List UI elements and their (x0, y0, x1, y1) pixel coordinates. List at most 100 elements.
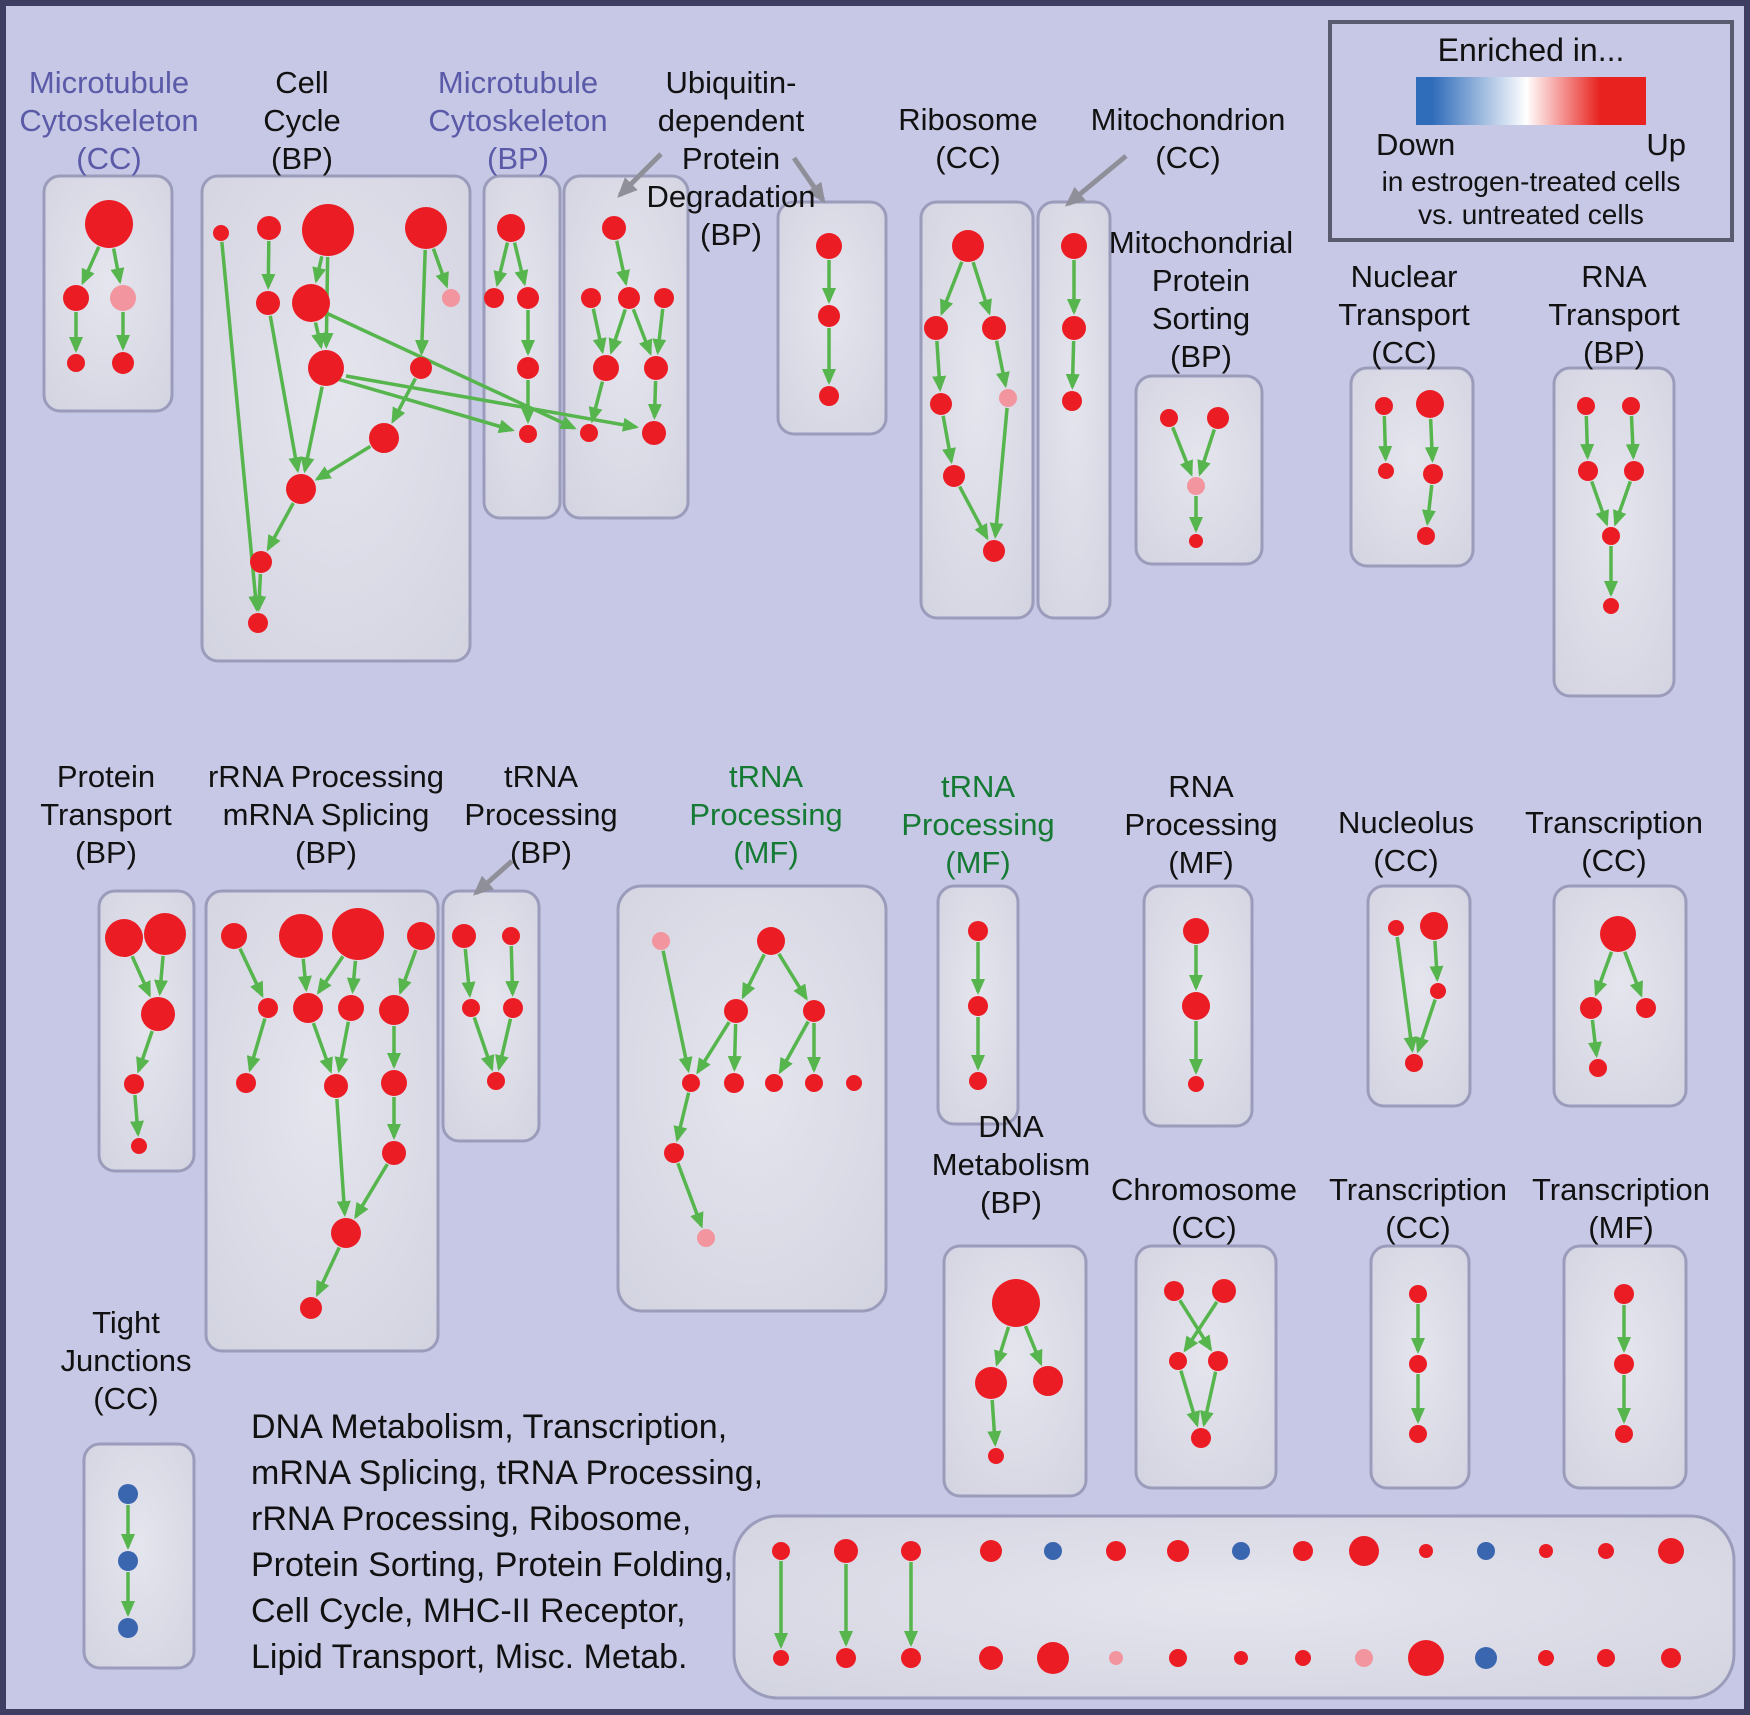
go-term-node (1597, 1649, 1615, 1667)
edge-arrow (334, 1021, 351, 1074)
go-term-node (1423, 464, 1443, 484)
edge-arrow (354, 1163, 389, 1220)
go-term-node (1388, 920, 1404, 936)
go-term-node (369, 423, 399, 453)
edge-arrow (297, 958, 312, 993)
network-diagram (42, 152, 1736, 1700)
go-term-node (988, 1448, 1004, 1464)
go-term-node (517, 357, 539, 379)
go-term-node (969, 1072, 987, 1090)
go-term-node (1375, 397, 1393, 415)
go-term-node (1615, 1425, 1633, 1443)
go-term-node (834, 1539, 858, 1563)
go-term-node (256, 291, 280, 315)
go-term-node (118, 1618, 138, 1638)
go-term-node (618, 287, 640, 309)
go-term-node (302, 204, 354, 256)
edge-arrow (493, 242, 510, 288)
cross-cluster-edge-arrow (333, 376, 515, 434)
edge-arrow (266, 502, 295, 552)
edge-arrow (647, 380, 662, 421)
go-term-node (983, 540, 1005, 562)
go-term-node (452, 924, 476, 948)
cluster-box-transcription-cc-1 (1552, 884, 1688, 1108)
go-term-node (1624, 461, 1644, 481)
edge-arrow (153, 955, 168, 997)
go-term-node (765, 1074, 783, 1092)
go-term-node (1577, 397, 1595, 415)
cluster-box-chromosome (1134, 1244, 1278, 1490)
label-pointer-arrow (1064, 154, 1128, 207)
go-term-node (724, 1073, 744, 1093)
go-term-node (1106, 1541, 1126, 1561)
edge-arrow (512, 242, 529, 287)
go-term-node (144, 913, 186, 955)
go-term-node (980, 1540, 1002, 1562)
edge-arrow (958, 485, 989, 541)
edge-arrow (1023, 1325, 1043, 1367)
edge-arrow (136, 1030, 154, 1074)
edge-arrow (989, 407, 1009, 540)
edge-arrow (461, 948, 476, 999)
edge-arrow (1424, 418, 1439, 464)
go-term-node (1409, 1355, 1427, 1373)
edge-arrow (346, 960, 361, 995)
go-term-node (407, 922, 435, 950)
edge-arrow (335, 1098, 351, 1218)
edge-arrow (315, 1246, 341, 1298)
label-pointer-arrow (617, 152, 663, 198)
go-term-node (382, 1141, 406, 1165)
edge-arrow (311, 322, 325, 350)
go-term-node (1408, 1640, 1444, 1676)
go-term-node (1212, 1279, 1236, 1303)
edge-arrow (1590, 480, 1609, 527)
legend-up-label: Up (1646, 127, 1686, 162)
go-term-node (1187, 477, 1205, 495)
edge-arrow (987, 1399, 1002, 1448)
go-term-node (236, 1073, 256, 1093)
go-term-node (324, 1074, 348, 1098)
edge-arrow (994, 1326, 1011, 1367)
go-term-node (975, 1367, 1007, 1399)
go-term-node (724, 999, 748, 1023)
edge-arrow (1395, 936, 1418, 1054)
legend-title: Enriched in... (1437, 32, 1625, 68)
edge-arrow (505, 945, 520, 998)
edge-arrow (81, 246, 101, 286)
go-term-node (581, 288, 601, 308)
edge-arrow (652, 308, 667, 356)
edge-arrow (932, 340, 947, 393)
cluster-box-nuclear-transport (1349, 366, 1475, 568)
go-term-node (105, 919, 143, 957)
go-term-node (85, 200, 133, 248)
legend: Enriched in... Down Up in estrogen-treat… (1328, 20, 1734, 242)
go-term-node (405, 207, 447, 249)
edge-arrow (994, 340, 1010, 389)
go-term-node (379, 995, 409, 1025)
go-term-node (67, 354, 85, 372)
go-term-node (292, 284, 330, 322)
go-term-node (112, 352, 134, 374)
go-term-node (1378, 463, 1394, 479)
go-term-node (250, 551, 272, 573)
edge-arrow (661, 950, 693, 1074)
go-term-node (1191, 1428, 1211, 1448)
go-term-node (1430, 983, 1446, 999)
go-term-node (248, 613, 268, 633)
edge-arrow (1613, 480, 1632, 527)
go-term-node (602, 216, 626, 240)
go-term-node (1661, 1648, 1681, 1668)
go-term-node (1044, 1542, 1062, 1560)
go-term-node (805, 1074, 823, 1092)
go-term-node (519, 425, 537, 443)
go-term-node (642, 421, 666, 445)
go-term-node (803, 1000, 825, 1022)
go-term-node (1033, 1366, 1063, 1396)
go-term-node (124, 1074, 144, 1094)
go-term-node (999, 389, 1017, 407)
label-pointer-arrow (791, 156, 826, 204)
edge-arrow (608, 308, 627, 355)
go-term-node (1614, 1354, 1634, 1374)
go-term-node (580, 424, 598, 442)
